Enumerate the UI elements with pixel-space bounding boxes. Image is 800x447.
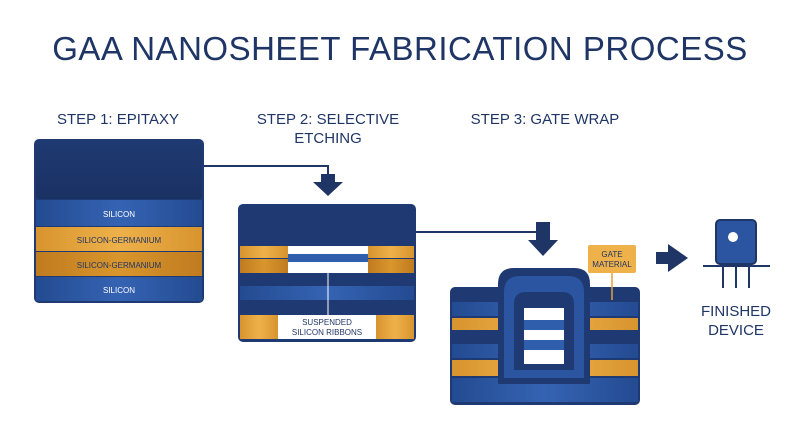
layer-label-sige-1: SILICON-GERMANIUM: [77, 236, 162, 245]
layer-sige-2: [36, 252, 202, 276]
suspended-callout-line2: SILICON RIBBONS: [292, 328, 362, 337]
layer-sige-1: [36, 227, 202, 251]
layer-silicon-top: [36, 200, 202, 226]
finished-device-icon: FINISHED DEVICE: [701, 219, 771, 339]
step-1-label: STEP 1: EPITAXY: [57, 111, 179, 128]
arrow-to-finished: [656, 244, 688, 272]
gate-callout-line2: MATERIAL: [592, 260, 632, 269]
finished-label-line2: DEVICE: [708, 322, 764, 339]
layer-label-sige-2: SILICON-GERMANIUM: [77, 261, 162, 270]
gate-callout-line1: GATE: [601, 250, 622, 259]
step-3-label: STEP 3: GATE WRAP: [470, 111, 620, 128]
step-2-label-line2: ETCHING: [294, 130, 362, 147]
layer-label-silicon-top: SILICON: [103, 210, 135, 219]
suspended-callout-line1: SUSPENDED: [302, 318, 352, 327]
step-3-device: GATE MATERIAL: [450, 245, 640, 405]
connector-1-arrow: [204, 165, 343, 196]
step-1-stack: SILICON SILICON-GERMANIUM SILICON-GERMAN…: [34, 139, 204, 303]
layer-silicon-bottom: [36, 277, 202, 301]
layer-label-silicon-bottom: SILICON: [103, 286, 135, 295]
connector-2-arrow: [416, 222, 558, 256]
step-2-label: STEP 2: SELECTIVE ETCHING: [228, 110, 428, 148]
step-2-stack: SUSPENDED SILICON RIBBONS: [238, 204, 416, 342]
page-title: GAA NANOSHEET FABRICATION PROCESS: [52, 30, 748, 67]
step-2-label-line1: STEP 2: SELECTIVE: [256, 111, 400, 128]
finished-label-line1: FINISHED: [701, 303, 771, 320]
